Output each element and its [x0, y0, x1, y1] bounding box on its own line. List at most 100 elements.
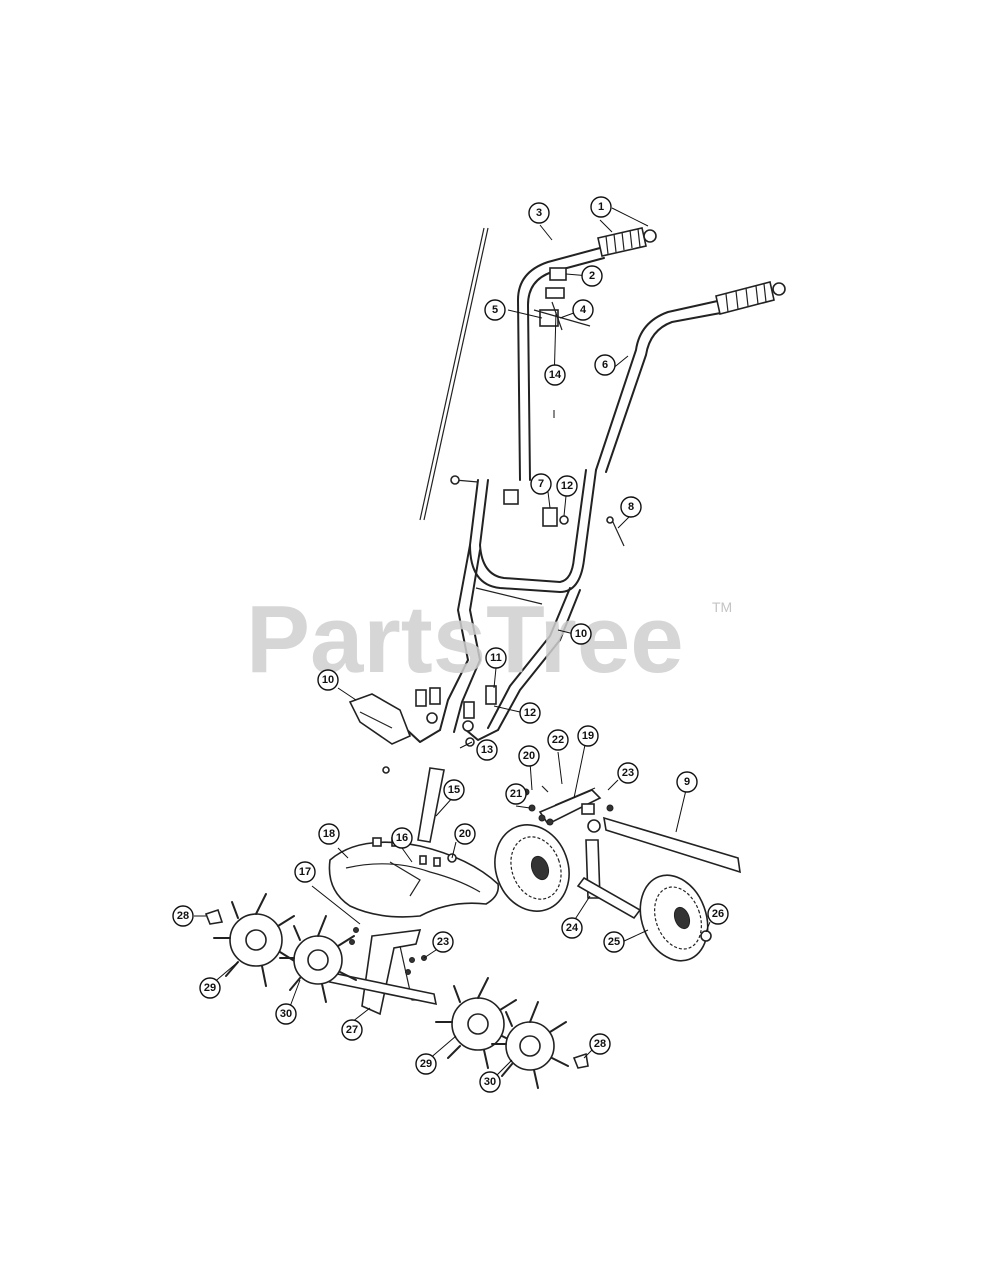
callout-2: 2 [581, 265, 603, 287]
callout-22: 22 [547, 729, 569, 751]
callout-10-lower: 10 [317, 669, 339, 691]
callout-29-left: 29 [199, 977, 221, 999]
svg-text:20: 20 [459, 828, 471, 840]
svg-text:27: 27 [346, 1024, 358, 1036]
callout-8: 8 [620, 496, 642, 518]
svg-text:12: 12 [524, 707, 536, 719]
svg-text:17: 17 [299, 866, 311, 878]
svg-text:6: 6 [602, 359, 608, 371]
svg-text:7: 7 [538, 478, 544, 490]
callout-9: 9 [676, 771, 698, 793]
svg-text:25: 25 [608, 936, 620, 948]
wheel-left [494, 824, 570, 912]
callout-12-lower: 12 [519, 702, 541, 724]
callout-11: 11 [485, 647, 507, 669]
callout-25: 25 [603, 931, 625, 953]
svg-text:20: 20 [523, 750, 535, 762]
svg-text:21: 21 [510, 788, 522, 800]
svg-text:26: 26 [712, 908, 724, 920]
tine-outer-right [491, 1001, 569, 1089]
callout-26: 26 [707, 903, 729, 925]
svg-text:19: 19 [582, 730, 594, 742]
watermark-brand: PartsTree [246, 586, 684, 693]
svg-text:23: 23 [622, 767, 634, 779]
wheel-axle [576, 819, 642, 920]
svg-text:28: 28 [177, 910, 189, 922]
svg-text:13: 13 [481, 744, 493, 756]
callout-28-right: 28 [589, 1033, 611, 1055]
svg-text:30: 30 [484, 1076, 496, 1088]
svg-text:8: 8 [628, 501, 634, 513]
callout-15: 15 [443, 779, 465, 801]
callout-7: 7 [530, 473, 552, 495]
callout-20-lower: 20 [454, 823, 476, 845]
lower-handle-left-piece [348, 693, 412, 745]
hairpin-left [204, 908, 224, 925]
svg-text:22: 22 [552, 734, 564, 746]
callout-21: 21 [505, 783, 527, 805]
svg-text:2: 2 [589, 270, 595, 282]
handle-grip-right [715, 281, 786, 315]
svg-text:10: 10 [322, 674, 334, 686]
svg-text:30: 30 [280, 1008, 292, 1020]
handle-grip-left [597, 227, 657, 257]
svg-text:28: 28 [594, 1038, 606, 1050]
callout-30-right: 30 [479, 1071, 501, 1093]
svg-text:11: 11 [490, 652, 502, 664]
callout-27: 27 [341, 1019, 363, 1041]
tine-inner-right [435, 977, 519, 1069]
callout-18: 18 [318, 823, 340, 845]
svg-text:16: 16 [396, 832, 408, 844]
callout-30-left: 30 [275, 1003, 297, 1025]
upper-handle-right [595, 299, 727, 473]
svg-text:14: 14 [549, 369, 562, 381]
lower-handle-frame [404, 469, 597, 743]
svg-text:9: 9 [684, 776, 690, 788]
callout-3: 3 [528, 202, 550, 224]
transport-bar [603, 816, 741, 874]
handle-rod-14 [533, 309, 591, 327]
upper-hardware [450, 475, 625, 605]
svg-text:23: 23 [437, 936, 449, 948]
callout-23-upper: 23 [617, 762, 639, 784]
svg-text:4: 4 [580, 304, 587, 316]
handle-base-hardware [382, 685, 497, 774]
callout-1: 1 [590, 196, 612, 218]
callout-16: 16 [391, 827, 413, 849]
svg-text:3: 3 [536, 207, 542, 219]
wheel-hub-cap [700, 930, 712, 942]
callout-29-right: 29 [415, 1053, 437, 1075]
callout-28-left: 28 [172, 905, 194, 927]
callout-12-upper: 12 [556, 475, 578, 497]
svg-text:18: 18 [323, 828, 335, 840]
wheel-right [639, 874, 709, 962]
callout-13: 13 [476, 739, 498, 761]
tine-inner-left [279, 915, 357, 1003]
callout-17: 17 [294, 861, 316, 883]
depth-stake [417, 767, 445, 843]
svg-text:12: 12 [561, 480, 573, 492]
callout-19: 19 [577, 725, 599, 747]
tine-shield [328, 837, 500, 918]
callout-5: 5 [484, 299, 506, 321]
callout-10-upper: 10 [570, 623, 592, 645]
svg-text:15: 15 [448, 784, 460, 796]
callout-20-upper: 20 [518, 745, 540, 767]
svg-text:1: 1 [598, 201, 604, 213]
watermark-trademark: TM [712, 599, 732, 615]
wheel-bracket [522, 785, 614, 826]
handle-cable [419, 227, 489, 521]
svg-text:10: 10 [575, 628, 587, 640]
callout-6: 6 [594, 354, 616, 376]
svg-text:29: 29 [204, 982, 216, 994]
control-bracket [539, 267, 567, 331]
svg-text:29: 29 [420, 1058, 432, 1070]
svg-text:5: 5 [492, 304, 498, 316]
svg-text:24: 24 [566, 922, 579, 934]
callout-24: 24 [561, 917, 583, 939]
callout-4: 4 [572, 299, 594, 321]
callout-23-lower: 23 [432, 931, 454, 953]
tine-shaft-housing [316, 927, 438, 1016]
callout-14: 14 [544, 364, 566, 386]
